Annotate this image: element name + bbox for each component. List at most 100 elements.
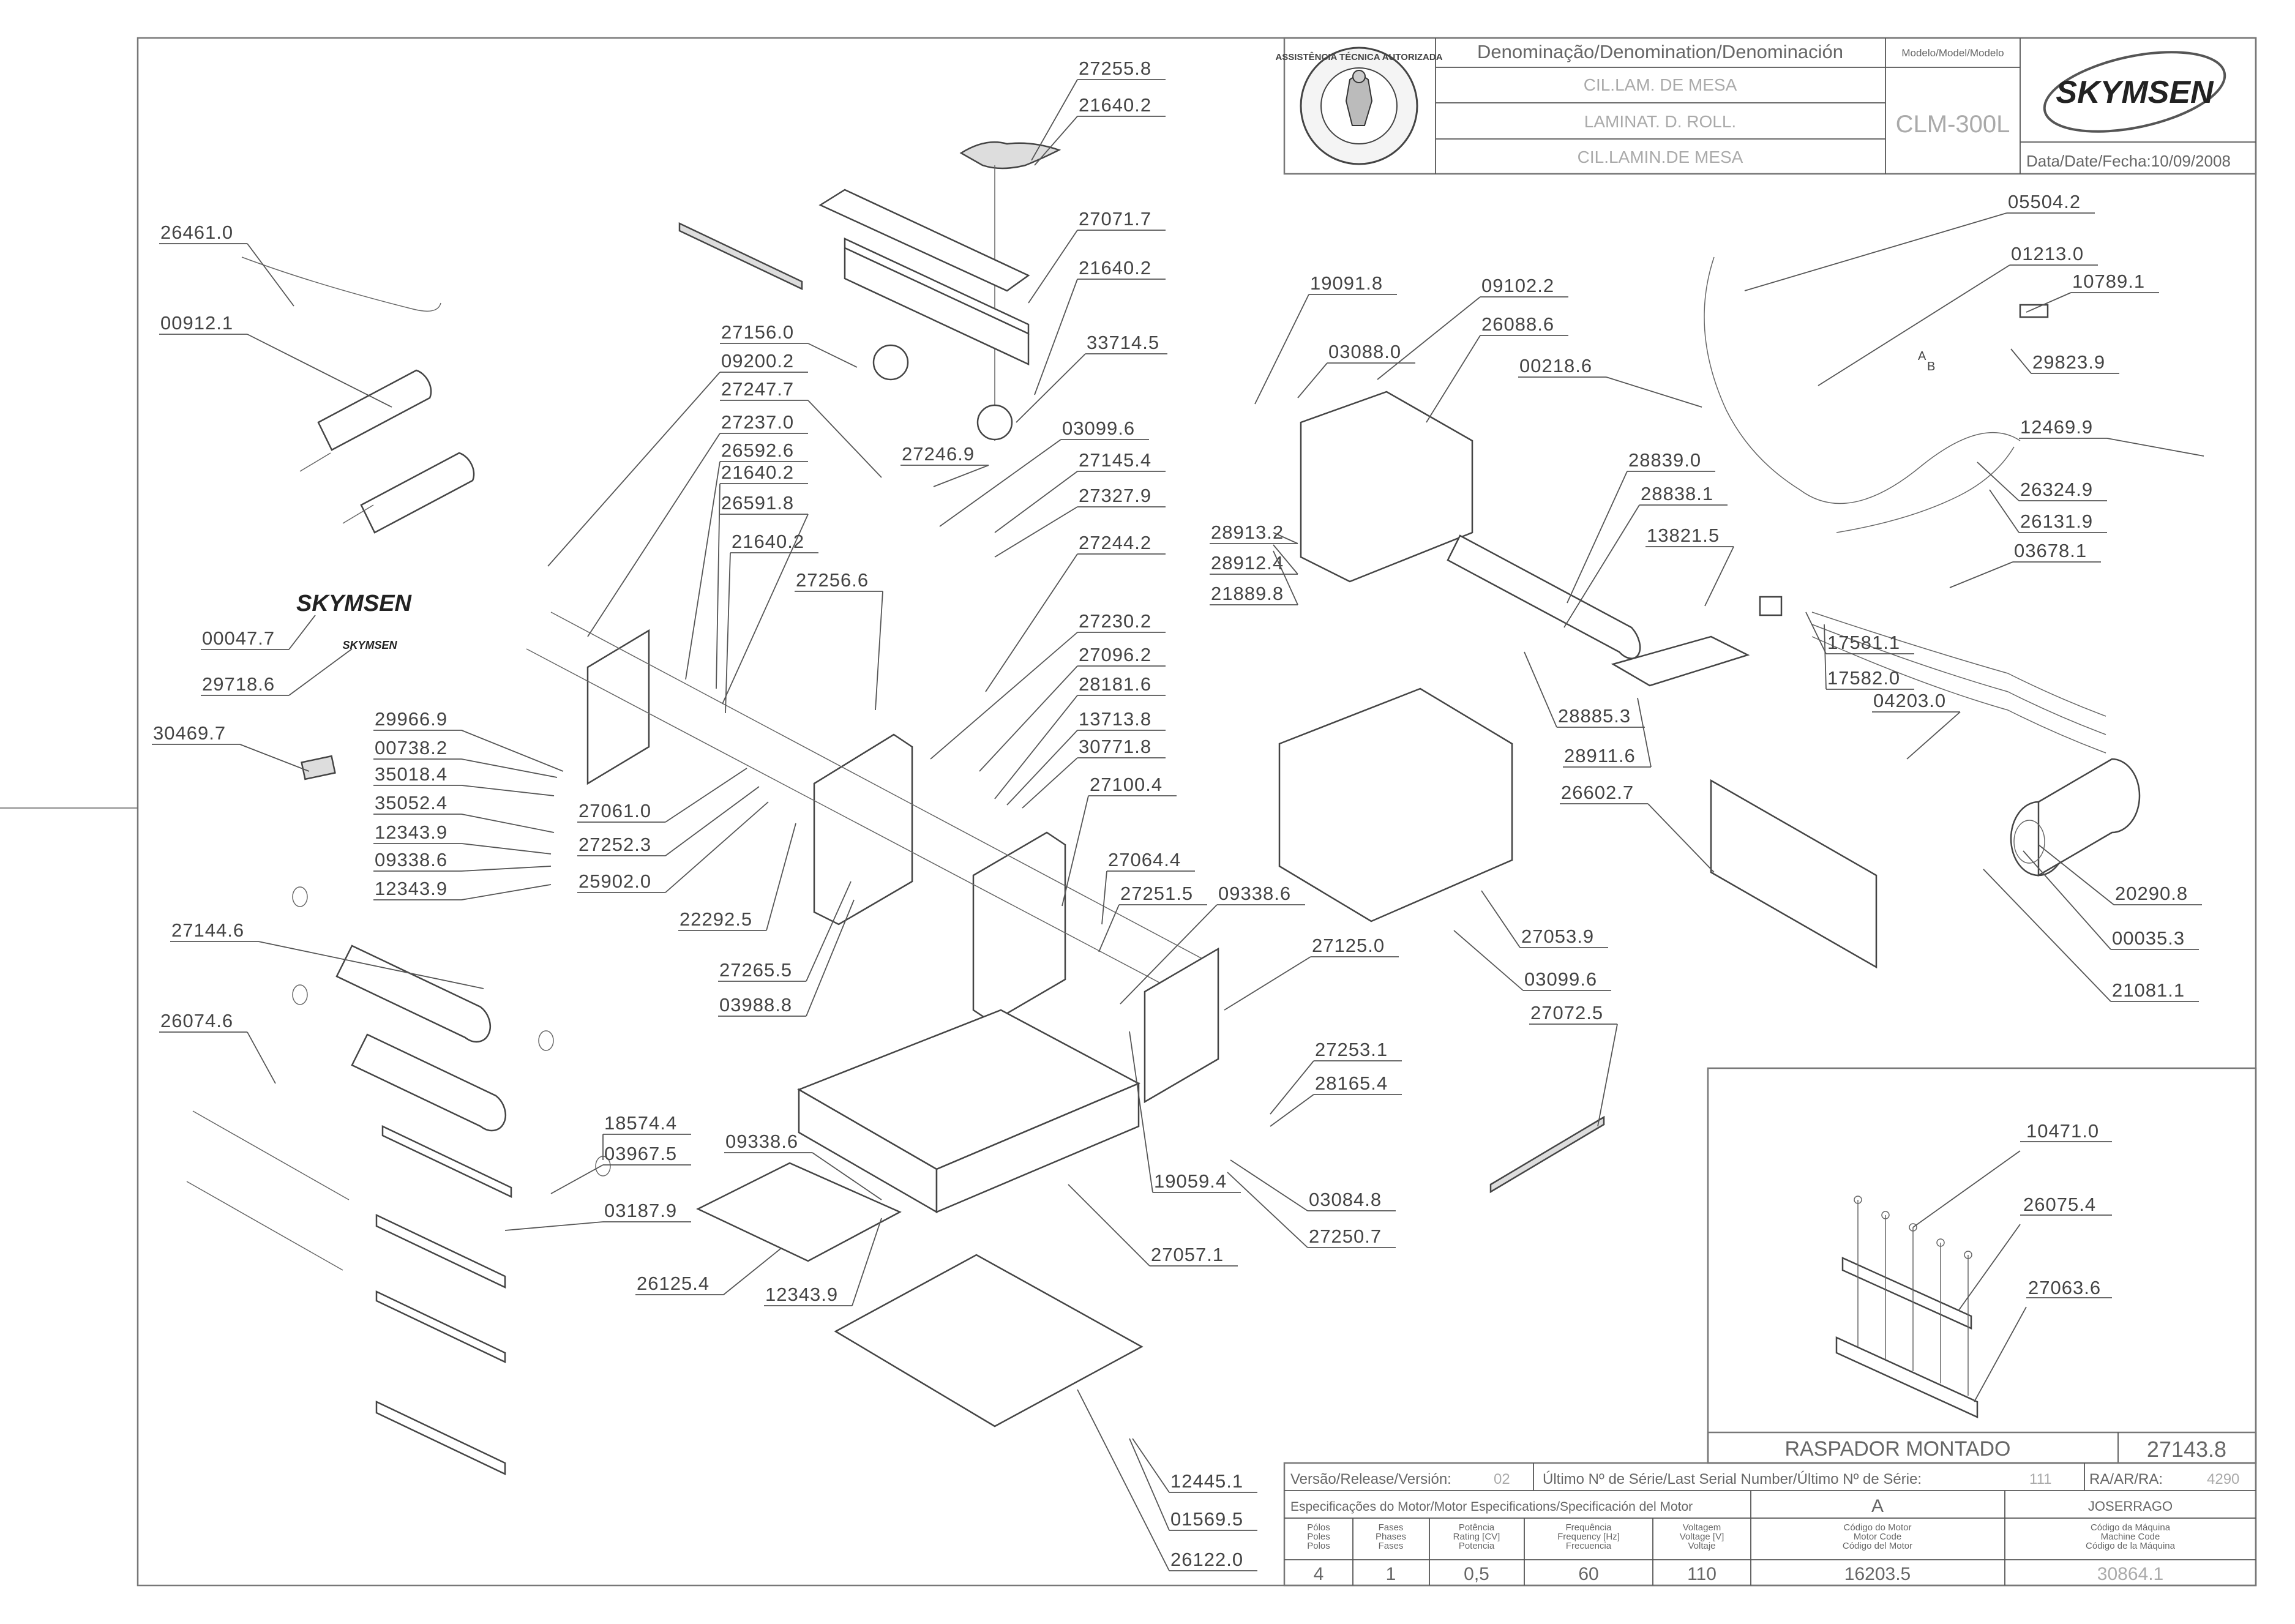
part-callout: 27327.9 [994, 485, 1166, 558]
callout-leader [1704, 546, 1734, 607]
inset-label-1: 26075.4 [2023, 1194, 2096, 1215]
callout-leader [1377, 296, 1481, 380]
inset-label-2: 27063.6 [2028, 1277, 2101, 1298]
gear-upper [872, 344, 909, 381]
part-callout: 01569.5 [1129, 1438, 1257, 1531]
callout-leader [547, 372, 721, 567]
callout-leader [1098, 904, 1120, 952]
part-callout: 19059.4 [1129, 1031, 1241, 1193]
part-callout: 00912.1 [159, 312, 392, 408]
part-callout: 03084.8 [1230, 1159, 1396, 1211]
side-plate-left [586, 629, 650, 785]
callout-leader [1273, 532, 1298, 544]
part-number: 12343.9 [765, 1284, 838, 1305]
callout-leader [806, 881, 852, 982]
part-number: 28838.1 [1641, 483, 1713, 504]
denomination-header: Denominação/Denomination/Denominación [1477, 41, 1843, 62]
part-number: 27252.3 [578, 834, 651, 855]
part-number: 20290.8 [2115, 883, 2188, 904]
part-callout: 03187.9 [504, 1200, 691, 1231]
rack-strip [1489, 1115, 1605, 1194]
part-callout: 28181.6 [994, 673, 1166, 799]
callout-leader [1563, 504, 1640, 628]
part-number: 27072.5 [1530, 1002, 1603, 1023]
part-callout: 09338.6 [724, 1131, 882, 1200]
part-callout: 27100.4 [1061, 774, 1177, 907]
scraper-assemblies [186, 1110, 512, 1475]
inset-code: 27143.8 [2147, 1437, 2226, 1462]
part-callout: 28912.4 [1210, 544, 1298, 575]
part-number: 35018.4 [375, 763, 447, 785]
part-callout: 27246.9 [900, 443, 989, 487]
part-number: 09102.2 [1481, 275, 1554, 296]
part-callout: 28838.1 [1563, 483, 1728, 628]
connector-a: A [1918, 350, 1926, 363]
sticker [2019, 304, 2049, 318]
part-callout: 27251.5 [1098, 883, 1207, 952]
part-callout: 21081.1 [1983, 869, 2199, 1002]
callout-leader [1906, 711, 1961, 760]
switch [1759, 596, 1783, 616]
callout-leader [1597, 1023, 1618, 1127]
part-number: 19091.8 [1310, 272, 1383, 294]
callout-leader [1453, 930, 1524, 991]
part-number: 05504.2 [2008, 191, 2081, 212]
frame-right [972, 831, 1066, 1023]
callout-leader [2106, 438, 2204, 457]
part-number: 27327.9 [1079, 485, 1151, 506]
part-callout: 27064.4 [1101, 849, 1195, 925]
part-callout: 27156.0 [720, 321, 858, 368]
callout-leader [2038, 844, 2114, 905]
callout-leader [239, 744, 310, 772]
part-callout: 29718.6 [201, 648, 353, 696]
part-number: 27256.6 [796, 569, 869, 591]
part-number: 27251.5 [1120, 883, 1193, 904]
part-callout: 05504.2 [1744, 191, 2095, 291]
grill-cover [1611, 635, 1750, 687]
callout-leader [722, 514, 809, 705]
part-number: 00738.2 [375, 737, 447, 758]
scraper-screws [1854, 1196, 1972, 1396]
part-number: 29966.9 [375, 708, 447, 730]
callout-leader [1983, 869, 2111, 1002]
part-number: 27096.2 [1079, 644, 1151, 665]
callout-leader [504, 1221, 604, 1231]
top-cover [818, 189, 1030, 365]
callout-leader [1006, 730, 1078, 806]
val-voltage: 110 [1687, 1564, 1717, 1584]
part-number: 28885.3 [1558, 705, 1631, 727]
callout-leader [1949, 561, 2013, 588]
part-callout: 03988.8 [718, 899, 855, 1017]
part-number: 03988.8 [719, 994, 792, 1016]
part-callout: 27237.0 [587, 411, 808, 637]
skymsen-logo: SKYMSEN [2043, 51, 2226, 133]
part-callout: 27230.2 [930, 610, 1166, 760]
part-number: 12445.1 [1170, 1470, 1243, 1492]
callout-leader [461, 758, 558, 778]
part-number: 12343.9 [375, 821, 447, 843]
part-callout: 17582.0 [1824, 624, 1914, 690]
part-callout: 26125.4 [635, 1248, 781, 1295]
part-callout: 27072.5 [1529, 1002, 1618, 1127]
flour-tray [696, 1162, 902, 1262]
part-number: 13821.5 [1647, 525, 1720, 546]
part-number: 35052.4 [375, 792, 447, 814]
part-callout: 26461.0 [159, 222, 294, 307]
part-number: 26324.9 [2020, 479, 2093, 500]
part-callout: 09338.6 [373, 849, 552, 872]
part-callout: 28913.2 [1210, 522, 1298, 544]
callout-leader [665, 801, 769, 893]
part-number: 27237.0 [721, 411, 794, 433]
part-number: 27250.7 [1309, 1225, 1382, 1247]
part-number: 22292.5 [680, 908, 752, 930]
part-callout: 03088.0 [1297, 341, 1415, 399]
part-number: 03084.8 [1309, 1189, 1382, 1210]
part-callout: 26074.6 [159, 1010, 276, 1084]
part-number: 27100.4 [1090, 774, 1162, 795]
part-callout: 27061.0 [577, 768, 747, 823]
callout-leader [807, 400, 882, 478]
model-header: Modelo/Model/Modelo [1901, 47, 2004, 59]
